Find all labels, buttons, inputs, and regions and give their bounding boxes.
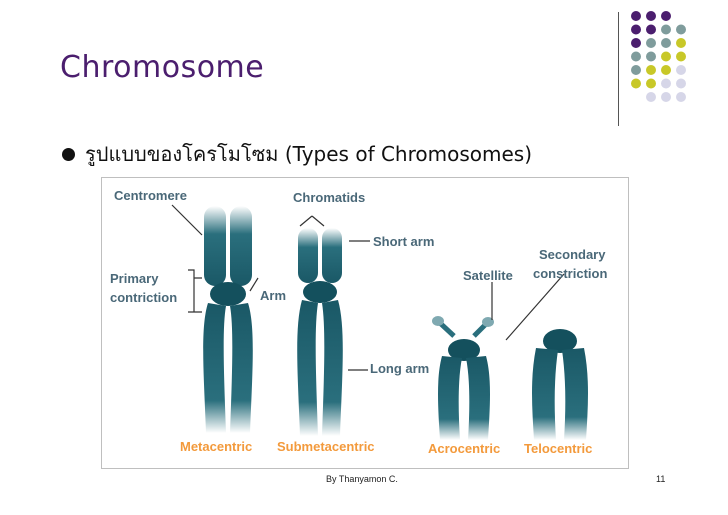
metacentric-chromosome: [203, 206, 253, 433]
page-number: 11: [656, 474, 666, 484]
decor-dot: [631, 78, 641, 89]
decor-dot: [661, 92, 671, 102]
decor-dot: [661, 65, 671, 75]
label-long-arm: Long arm: [370, 361, 429, 376]
acrocentric-chromosome: [432, 316, 494, 440]
decor-dot: [646, 24, 656, 35]
decor-dot: [646, 38, 656, 48]
label-chromatids: Chromatids: [293, 190, 365, 205]
telocentric-chromosome: [532, 329, 588, 440]
submetacentric-chromosome: [297, 228, 343, 436]
label-contriction: contriction: [110, 290, 177, 305]
bullet-item: รูปแบบของโครโมโซม (Types of Chromosomes): [62, 138, 532, 170]
decor-dot: [661, 24, 671, 35]
label-constriction: constriction: [533, 266, 607, 281]
type-telocentric: Telocentric: [524, 441, 592, 456]
decor-dot: [631, 51, 641, 62]
decor-dot: [676, 65, 686, 75]
decor-dot: [661, 78, 671, 89]
decor-dot: [631, 65, 641, 75]
label-secondary: Secondary: [539, 247, 606, 262]
label-short-arm: Short arm: [373, 234, 434, 249]
type-acrocentric: Acrocentric: [428, 441, 500, 456]
chromosome-types-figure: Centromere Chromatids Short arm Primary …: [101, 177, 629, 469]
decor-dot: [631, 24, 641, 35]
decorative-dot-grid: [631, 11, 686, 102]
decor-dot: [676, 78, 686, 89]
decor-dot: [646, 51, 656, 62]
decor-dot: [661, 51, 671, 62]
label-centromere: Centromere: [114, 188, 187, 203]
decor-dot: [661, 11, 671, 21]
slide-title: Chromosome: [60, 50, 265, 85]
decor-dot: [676, 51, 686, 62]
decor-dot: [676, 24, 686, 35]
label-primary: Primary: [110, 271, 159, 286]
decor-dot: [676, 92, 686, 102]
pointer-lines: [171, 204, 565, 371]
bullet-text: รูปแบบของโครโมโซม (Types of Chromosomes): [85, 142, 533, 166]
decor-dot: [676, 38, 686, 48]
bullet-dot: [62, 147, 75, 161]
footer-author: By Thanyamon C.: [326, 474, 398, 484]
label-arm: Arm: [260, 288, 286, 303]
decor-dot: [646, 11, 656, 21]
divider-line: [618, 12, 619, 126]
decor-dot: [661, 38, 671, 48]
decor-dot: [631, 11, 641, 21]
type-metacentric: Metacentric: [180, 439, 252, 454]
label-satellite: Satellite: [463, 268, 513, 283]
decor-dot: [646, 92, 656, 102]
decor-dot: [631, 38, 641, 48]
type-submetacentric: Submetacentric: [277, 439, 375, 454]
chromosome-diagram: Centromere Chromatids Short arm Primary …: [110, 188, 607, 456]
decor-dot: [646, 65, 656, 75]
decor-dot: [646, 78, 656, 89]
